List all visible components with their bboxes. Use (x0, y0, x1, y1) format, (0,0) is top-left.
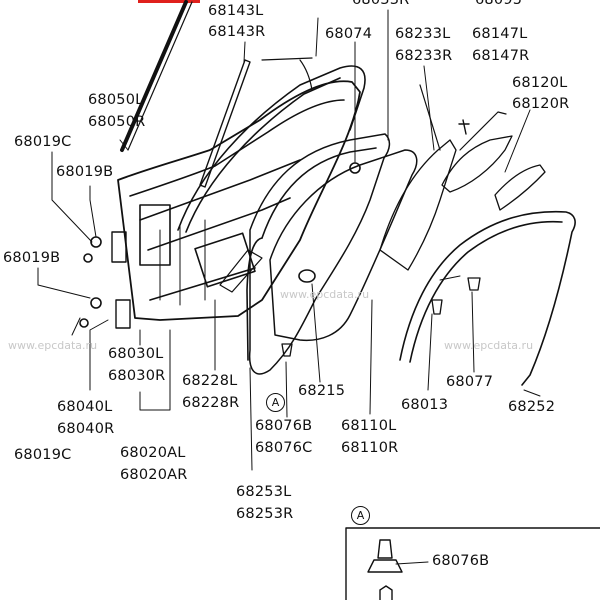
bolt-68019B-lower (90, 297, 102, 309)
label-68033R: 68033R (352, 0, 410, 8)
quarter-glass (441, 135, 513, 193)
clip-68095 (458, 119, 470, 135)
hinge-upper (111, 231, 127, 263)
label-68228R: 68228R (182, 395, 240, 411)
watermark: www.epcdata.ru (444, 339, 534, 352)
clip-68076 (281, 343, 293, 357)
door-opening-seal (248, 133, 391, 375)
watermark: www.epcdata.ru (8, 339, 98, 352)
label-68252: 68252 (508, 399, 556, 415)
door-inner-panel (117, 80, 361, 321)
watermark: www.epcdata.ru (280, 288, 370, 301)
label-68020AL: 68020AL (120, 445, 186, 461)
detail-a-marker: A (351, 506, 370, 525)
label-68040R: 68040R (57, 421, 115, 437)
detail-box (345, 527, 600, 600)
label-68228L: 68228L (182, 373, 238, 389)
label-68030L: 68030L (108, 346, 164, 362)
label-68019B-left: 68019B (3, 250, 61, 266)
label-68120L: 68120L (512, 75, 568, 91)
label-68077: 68077 (446, 374, 494, 390)
clip-68077 (467, 277, 481, 291)
reference-a-marker: A (266, 393, 285, 412)
label-68143L: 68143L (208, 3, 264, 19)
label-68019C-top: 68019C (14, 134, 72, 150)
label-68040L: 68040L (57, 399, 113, 415)
detail-clip (367, 539, 403, 573)
label-68019B-top: 68019B (56, 164, 114, 180)
spacer-68013 (431, 299, 443, 315)
label-68019C-bottom: 68019C (14, 447, 72, 463)
label-68147L: 68147L (472, 26, 528, 42)
leader-lines (37, 9, 541, 471)
label-68110L: 68110L (341, 418, 397, 434)
label-68076C: 68076C (255, 440, 313, 456)
belt-weatherstrip-inner (199, 59, 251, 188)
hinge-lower (115, 299, 131, 329)
label-68143R: 68143R (208, 24, 266, 40)
label-68233R: 68233R (395, 48, 453, 64)
label-68050R: 68050R (88, 114, 146, 130)
label-68147R: 68147R (472, 48, 530, 64)
label-68076B: 68076B (255, 418, 313, 434)
label-68253R: 68253R (236, 506, 294, 522)
label-68120R: 68120R (512, 96, 570, 112)
clip-68074 (349, 162, 361, 174)
door-glass (269, 149, 418, 342)
label-68013: 68013 (401, 397, 449, 413)
label-68233L: 68233L (395, 26, 451, 42)
bolt-68019C-upper (83, 253, 93, 263)
door-window-frame (177, 65, 366, 231)
top-accent-bar (138, 0, 200, 3)
label-68030R: 68030R (108, 368, 166, 384)
label-68095: 68095 (475, 0, 523, 8)
plug-68215 (298, 269, 316, 283)
label-68110R: 68110R (341, 440, 399, 456)
corner-moulding (494, 164, 546, 211)
belt-weatherstrip-outer (120, 0, 188, 152)
label-68215: 68215 (298, 383, 346, 399)
label-68253L: 68253L (236, 484, 292, 500)
label-68020AR: 68020AR (120, 467, 188, 483)
quarter-window-frame (379, 139, 457, 271)
label-68050L: 68050L (88, 92, 144, 108)
detail-label-68076B: 68076B (432, 553, 490, 569)
bolt-68019C-lower (79, 318, 89, 328)
label-68074: 68074 (325, 26, 373, 42)
body-opening-weatherstrip (399, 210, 576, 386)
